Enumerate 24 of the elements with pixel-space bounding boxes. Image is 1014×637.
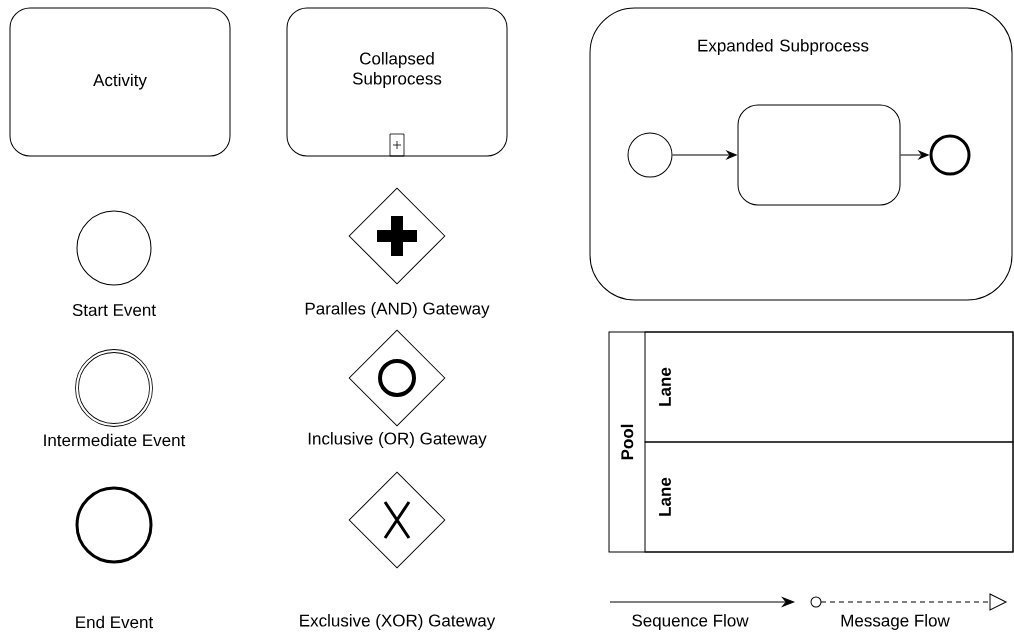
sequence-arrow <box>900 150 929 160</box>
subprocess-box: Expanded Subprocess <box>589 7 1013 301</box>
event-label: Exclusive (XOR) Gateway <box>300 614 496 630</box>
event-circle <box>75 349 153 427</box>
gateway-diamond <box>348 329 446 427</box>
subprocess-box: Collapsed Subprocess <box>286 7 508 157</box>
lane-box: Lane <box>644 331 1014 443</box>
event-circle <box>76 210 152 286</box>
legend-label: Message Flow <box>841 614 950 630</box>
gateway-diamond <box>348 187 446 285</box>
activity-box: Activity <box>9 7 231 157</box>
lane-box: Lane <box>644 441 1014 553</box>
event-label: Intermediate Event <box>44 433 186 447</box>
event-circle <box>627 132 673 178</box>
event-circle <box>929 134 971 176</box>
event-circle <box>75 486 153 564</box>
event-label: Start Event <box>72 304 156 317</box>
task-box <box>737 104 901 206</box>
event-label: Inclusive (OR) Gateway <box>308 432 487 448</box>
legend-label: Sequence Flow <box>632 614 749 630</box>
gateway-diamond <box>348 471 446 569</box>
sequence-arrow <box>672 150 737 160</box>
event-label: End Event <box>76 615 154 629</box>
event-label: Paralles (AND) Gateway <box>305 302 490 318</box>
